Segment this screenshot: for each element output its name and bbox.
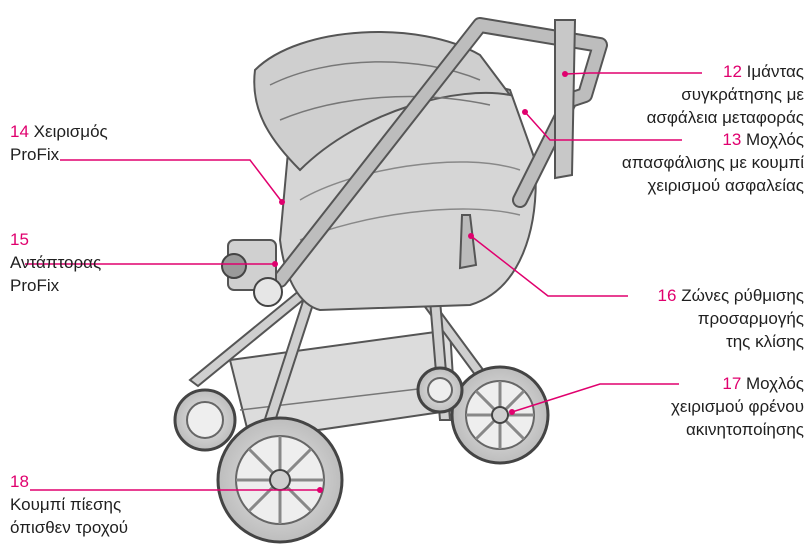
callout-text: ακινητοποίησης: [671, 418, 804, 441]
callout-text: Ιμάντας: [747, 62, 804, 81]
callout-14: 14 Χειρισμός ProFix: [10, 120, 108, 166]
callout-text: ασφάλεια μεταφοράς: [647, 106, 804, 129]
profix-adapter: [222, 240, 282, 306]
callout-text: Μοχλός: [746, 374, 804, 393]
callout-17: 17 Μοχλός χειρισμού φρένου ακινητοποίηση…: [671, 372, 804, 441]
callout-number: 14: [10, 122, 29, 141]
callout-text: όπισθεν τροχού: [10, 516, 128, 539]
callout-text: Μοχλός: [746, 130, 804, 149]
callout-text: απασφάλισης με κουμπί: [622, 151, 804, 174]
callout-12: 12 Ιμάντας συγκράτησης με ασφάλεια μεταφ…: [647, 60, 804, 129]
callout-number: 15: [10, 230, 29, 249]
callout-18: 18 Κουμπί πίεσης όπισθεν τροχού: [10, 470, 128, 539]
callout-text: Κουμπί πίεσης: [10, 493, 128, 516]
callout-text: Χειρισμός: [34, 122, 108, 141]
callout-text: χειρισμού φρένου: [671, 395, 804, 418]
callout-number: 17: [722, 374, 741, 393]
callout-text: Ζώνες ρύθμισης: [681, 286, 804, 305]
callout-text: Αντάπτορας: [10, 251, 101, 274]
callout-13: 13 Μοχλός απασφάλισης με κουμπί χειρισμο…: [622, 128, 804, 197]
callout-15: 15 Αντάπτορας ProFix: [10, 228, 101, 297]
wheel-front-right: [418, 368, 462, 412]
callout-text: ProFix: [10, 143, 108, 166]
carry-strap: [555, 20, 575, 178]
wheel-rear-left: [218, 418, 342, 542]
callout-text: ProFix: [10, 274, 101, 297]
callout-number: 18: [10, 472, 29, 491]
wheel-front-left: [175, 390, 235, 450]
callout-number: 12: [723, 62, 742, 81]
callout-text: προσαρμογής: [658, 307, 804, 330]
callout-number: 13: [722, 130, 741, 149]
callout-16: 16 Ζώνες ρύθμισης προσαρμογής της κλίσης: [658, 284, 804, 353]
callout-number: 16: [658, 286, 677, 305]
callout-text: χειρισμού ασφαλείας: [622, 174, 804, 197]
wheel-rear-right: [452, 367, 548, 463]
callout-text: συγκράτησης με: [647, 83, 804, 106]
callout-text: της κλίσης: [658, 330, 804, 353]
